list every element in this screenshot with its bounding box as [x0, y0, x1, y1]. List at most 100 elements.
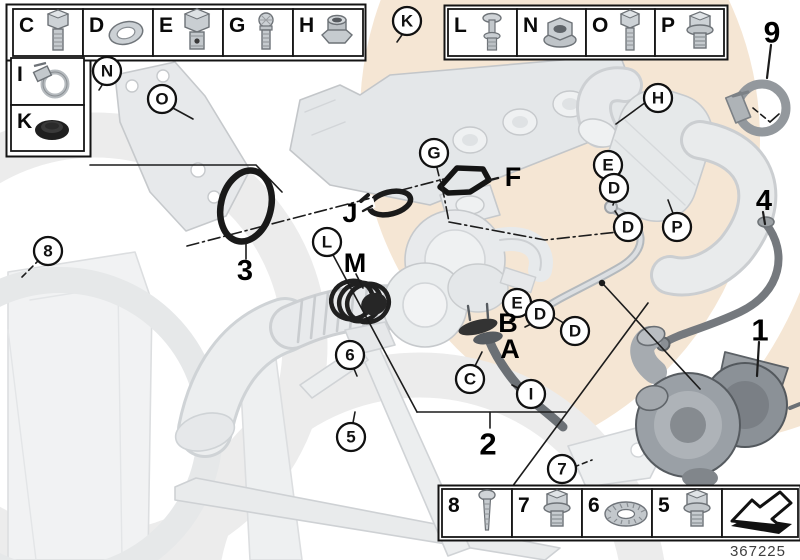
legend-cell-5[interactable]: 5	[651, 488, 723, 538]
leader-f	[488, 176, 500, 182]
multipoint-bolt-icon	[258, 12, 274, 50]
leader-7	[573, 459, 593, 468]
legend-leader	[89, 164, 283, 193]
legend-cell-H[interactable]: H	[292, 8, 364, 57]
callout-circle-H[interactable]: H	[642, 82, 674, 114]
callout-circle-G[interactable]: G	[418, 137, 450, 169]
circled-callouts: N O K G H E D D P L E D D C I 8 6 5 7	[32, 5, 693, 485]
callout-text: D	[569, 322, 581, 341]
callout-text: D	[622, 218, 634, 237]
callout-text: E	[602, 156, 613, 175]
legend-cell-O[interactable]: O	[585, 8, 656, 57]
legend-cell-P[interactable]: P	[654, 8, 725, 57]
callout-circle-N[interactable]: N	[91, 55, 123, 87]
callout-label-3[interactable]: 3	[237, 255, 253, 287]
leader-j	[361, 204, 374, 213]
legend-label-5: 5	[658, 494, 670, 517]
callout-circle-D-right2[interactable]: D	[612, 211, 644, 243]
callout-label-F[interactable]: F	[505, 162, 522, 192]
leader-o	[170, 106, 194, 120]
callout-text: E	[511, 294, 522, 313]
callout-text: 5	[346, 428, 355, 447]
callout-circle-5[interactable]: 5	[335, 421, 367, 453]
callout-circle-K[interactable]: K	[391, 5, 423, 37]
callout-circle-D-turbo1[interactable]: D	[524, 298, 556, 330]
legend-label-G: G	[229, 14, 245, 37]
callout-label-2[interactable]: 2	[479, 427, 496, 462]
legend-cell-G[interactable]: G	[222, 8, 294, 57]
callout-circle-D-turbo2[interactable]: D	[559, 315, 591, 347]
hex-bolt-long-icon	[619, 9, 641, 51]
turbocharger-ghost	[382, 184, 553, 348]
legend-label-L: L	[454, 14, 467, 37]
callout-text: O	[155, 90, 168, 109]
legend-label-H: H	[299, 14, 314, 37]
legend-label-C: C	[19, 14, 34, 37]
callout-circle-D-right1[interactable]: D	[598, 172, 630, 204]
turbocharger-1-part	[630, 325, 800, 488]
callout-circle-7[interactable]: 7	[546, 453, 578, 485]
legend-cell-8[interactable]: 8	[441, 488, 513, 538]
legend-cell-6[interactable]: 6	[581, 488, 653, 538]
exhaust-clamp-part	[724, 79, 791, 137]
callout-circle-P[interactable]: P	[661, 211, 693, 243]
legend-cell-C[interactable]: C	[12, 8, 84, 57]
legend-top-right: L N O	[443, 4, 729, 61]
callout-text: D	[608, 179, 620, 198]
callout-circle-I[interactable]: I	[515, 378, 547, 410]
legend-cell-E[interactable]: E	[152, 8, 224, 57]
bracket-2-diagonal	[511, 302, 649, 488]
callout-circle-C[interactable]: C	[454, 363, 486, 395]
leader-1	[755, 340, 761, 378]
callout-label-9[interactable]: 9	[764, 17, 781, 50]
callout-circle-6[interactable]: 6	[334, 339, 366, 371]
callout-label-M[interactable]: M	[344, 248, 367, 278]
leader-m	[355, 273, 364, 289]
kit-arrow-icon	[730, 490, 793, 534]
callout-text: N	[101, 62, 113, 81]
legend-cell-N[interactable]: N	[516, 8, 587, 57]
diagram-part-number: 367225	[730, 543, 786, 560]
legend-label-6: 6	[588, 494, 600, 517]
callout-circle-8[interactable]: 8	[32, 235, 64, 267]
callout-text: 8	[43, 242, 52, 261]
callout-label-4[interactable]: 4	[756, 185, 772, 217]
callout-circle-E-turbo[interactable]: E	[501, 287, 533, 319]
legend-label-P: P	[661, 14, 675, 37]
callout-label-J[interactable]: J	[342, 198, 357, 228]
legend-label-D: D	[89, 14, 104, 37]
callout-label-1[interactable]: 1	[751, 313, 768, 348]
legend-label-E: E	[159, 14, 173, 37]
rubber-grommet-icon	[35, 120, 69, 140]
callout-text: 7	[557, 460, 566, 479]
legend-cell-L[interactable]: L	[447, 8, 518, 57]
callout-label-A[interactable]: A	[500, 334, 520, 364]
legend-label-7: 7	[518, 494, 530, 517]
callout-text: 6	[345, 346, 354, 365]
callout-text: H	[652, 89, 664, 108]
serrated-washer-icon	[604, 501, 648, 527]
o-ring-3-part	[216, 167, 276, 245]
hex-bolt-icon	[46, 9, 70, 51]
legend-label-I: I	[17, 63, 23, 86]
leader-9	[765, 43, 773, 80]
hose-clamp-icon	[32, 61, 70, 99]
callout-text: L	[322, 233, 332, 252]
legend-cell-arrow[interactable]	[721, 488, 799, 538]
callout-circle-E-right[interactable]: E	[592, 149, 624, 181]
callout-circle-L[interactable]: L	[311, 226, 343, 258]
plain-callouts: 9 F J M 3 B A 2 1 4	[237, 17, 780, 462]
callout-circle-O[interactable]: O	[146, 83, 178, 115]
legend-cell-7[interactable]: 7	[511, 488, 583, 538]
legend-cell-K[interactable]: K	[10, 104, 85, 152]
washer-icon	[108, 20, 144, 46]
callout-label-B[interactable]: B	[498, 308, 518, 338]
legend-cell-I[interactable]: I	[10, 57, 85, 106]
callout-text: C	[464, 370, 476, 389]
swoosh-gray-ring-bottom	[175, 352, 665, 560]
legend-label-K: K	[17, 110, 32, 133]
leader-dot-line	[603, 284, 701, 390]
legend-cell-D[interactable]: D	[82, 8, 154, 57]
